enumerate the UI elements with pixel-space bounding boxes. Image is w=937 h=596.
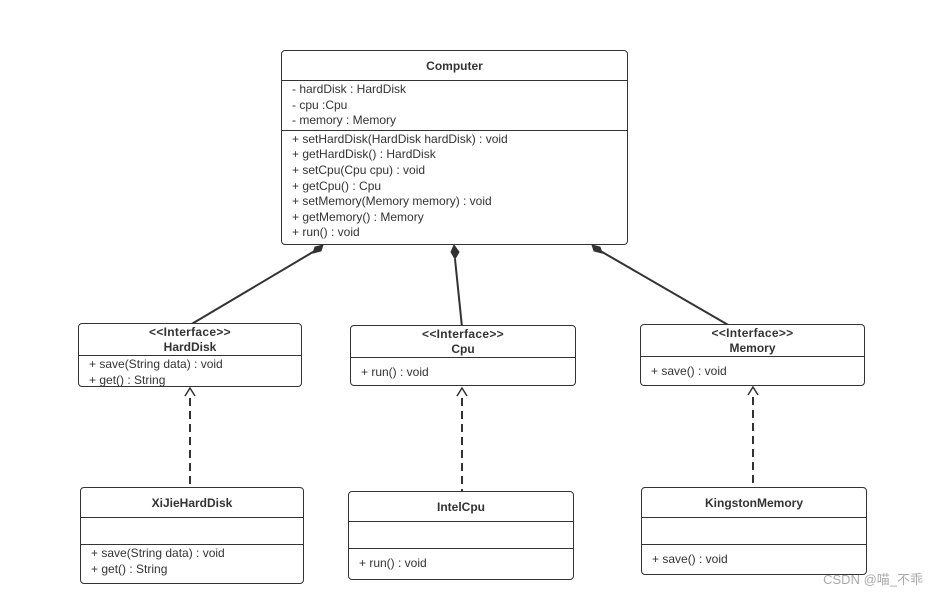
class-xijieharddisk[interactable]: XiJieHardDisk + save(String data) : void… <box>80 487 304 584</box>
class-kingstonmemory-operations: + save() : void <box>642 544 866 571</box>
operation-row: + getHardDisk() : HardDisk <box>292 147 436 162</box>
operation-row: + getCpu() : Cpu <box>292 178 382 193</box>
class-computer-operations: + setHardDisk(HardDisk hardDisk) : void … <box>282 129 627 242</box>
operation-row: + get() : String <box>89 372 166 387</box>
class-kingstonmemory[interactable]: KingstonMemory + save() : void <box>641 487 867 575</box>
interface-memory-operations: + save() : void <box>641 356 864 383</box>
realization-arrowhead-memory <box>747 385 759 396</box>
operation-row: + setHardDisk(HardDisk hardDisk) : void <box>292 131 508 146</box>
interface-cpu-header: <<Interface>> Cpu <box>351 326 575 357</box>
interface-harddisk[interactable]: <<Interface>> HardDisk + save(String dat… <box>78 323 302 387</box>
interface-memory-name: Memory <box>729 341 776 355</box>
operation-row: + save() : void <box>652 552 728 566</box>
class-xijieharddisk-name: XiJieHardDisk <box>151 496 233 510</box>
operation-row: + run() : void <box>292 225 360 240</box>
class-intelcpu[interactable]: IntelCpu + run() : void <box>348 491 574 580</box>
class-kingstonmemory-name: KingstonMemory <box>704 496 803 510</box>
operation-row: + run() : void <box>361 365 429 379</box>
class-computer[interactable]: Computer - hardDisk : HardDisk - cpu :Cp… <box>281 50 628 245</box>
composition-line-memory <box>596 248 731 327</box>
attribute-row: - memory : Memory <box>292 113 397 128</box>
realization-arrowhead-harddisk <box>184 386 196 397</box>
interface-memory[interactable]: <<Interface>> Memory + save() : void <box>640 324 865 386</box>
class-xijieharddisk-operations: + save(String data) : void + get() : Str… <box>81 544 303 578</box>
operation-row: + get() : String <box>91 561 168 576</box>
class-xijieharddisk-attributes <box>81 517 303 544</box>
operation-row: + save(String data) : void <box>89 357 223 371</box>
composition-line-cpu <box>454 258 463 328</box>
interface-harddisk-operations: + save(String data) : void + get() : Str… <box>79 355 301 387</box>
stereotype-label: <<Interface>> <box>422 327 504 341</box>
class-computer-attributes: - hardDisk : HardDisk - cpu :Cpu - memor… <box>282 80 627 130</box>
composition-line-harddisk <box>189 248 319 326</box>
operation-row: + run() : void <box>359 556 427 570</box>
operation-row: + getMemory() : Memory <box>292 209 424 224</box>
realization-arrowhead-cpu <box>456 386 468 397</box>
class-intelcpu-name: IntelCpu <box>437 500 485 514</box>
interface-memory-header: <<Interface>> Memory <box>641 325 864 356</box>
class-computer-name: Computer <box>426 59 483 73</box>
composition-diamond-harddisk <box>312 244 324 254</box>
operation-row: + save() : void <box>651 364 727 378</box>
class-intelcpu-attributes <box>349 521 573 548</box>
interface-cpu-operations: + run() : void <box>351 357 575 384</box>
stereotype-label: <<Interface>> <box>711 326 794 340</box>
interface-harddisk-header: <<Interface>> HardDisk <box>79 324 301 355</box>
watermark: CSDN @喵_不乖 <box>823 572 923 587</box>
interface-harddisk-name: HardDisk <box>163 340 217 354</box>
class-kingstonmemory-attributes <box>642 517 866 544</box>
operation-row: + setCpu(Cpu cpu) : void <box>292 162 426 177</box>
interface-cpu[interactable]: <<Interface>> Cpu + run() : void <box>350 325 576 386</box>
interface-cpu-name: Cpu <box>451 342 475 356</box>
attribute-row: - cpu :Cpu <box>292 97 348 112</box>
composition-diamond-memory <box>591 244 603 254</box>
stereotype-label: <<Interface>> <box>149 325 231 339</box>
operation-row: + save(String data) : void <box>91 546 225 560</box>
attribute-row: - hardDisk : HardDisk <box>292 82 407 96</box>
class-intelcpu-operations: + run() : void <box>349 548 573 575</box>
operation-row: + setMemory(Memory memory) : void <box>292 194 492 209</box>
composition-diamond-cpu <box>450 243 460 261</box>
